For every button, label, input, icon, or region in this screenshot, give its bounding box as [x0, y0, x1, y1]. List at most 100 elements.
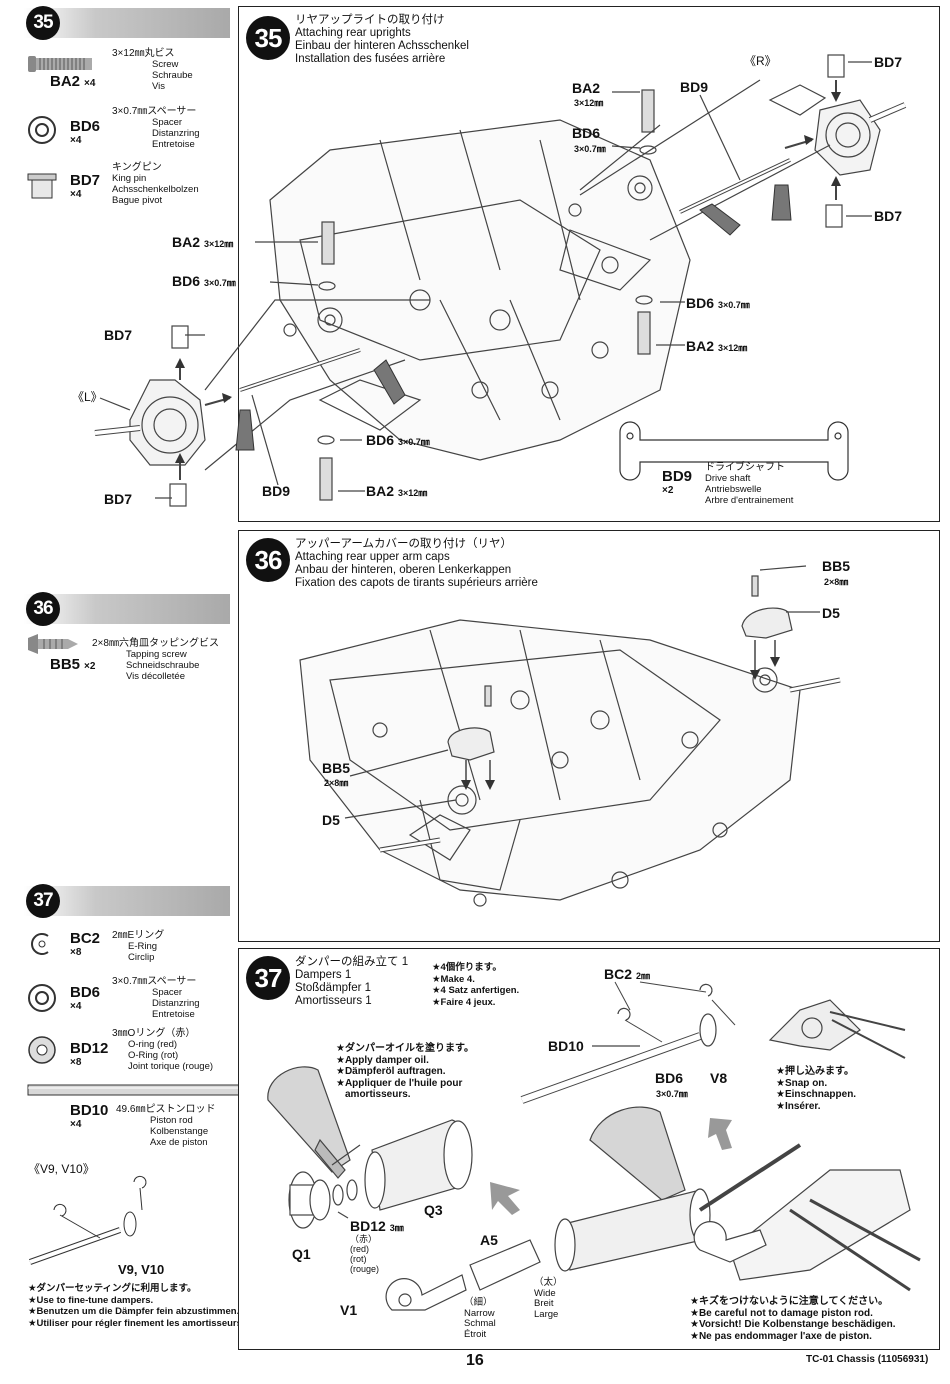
- tapping-screw-icon: [28, 634, 78, 654]
- step-37-title: ダンパーの組み立て 1 Dampers 1 Stoßdämpfer 1 Amor…: [295, 956, 408, 1008]
- label-a5: A5: [480, 1232, 498, 1248]
- label-bd7-bottom: BD7: [104, 491, 133, 507]
- part-code: BB5: [50, 656, 81, 673]
- label-size: 3×0.7㎜: [398, 437, 430, 447]
- title-de: Stoßdämpfer 1: [295, 982, 372, 994]
- label-L: 《L》: [72, 390, 103, 404]
- label-bd6: BD6: [655, 1070, 684, 1086]
- title-fr: Amortisseurs 1: [295, 995, 372, 1007]
- piston-assembly-icon: [28, 1175, 147, 1265]
- part-de: Schneidschraube: [126, 660, 200, 671]
- label-code: BA2: [686, 338, 715, 354]
- page-number: 16: [466, 1352, 484, 1369]
- sidebar-part-bd7: BD7 ×4: [70, 172, 100, 200]
- part-qty: ×4: [70, 1119, 82, 1130]
- label-bd6-top: BD6: [572, 125, 600, 141]
- label-size: 2㎜: [636, 971, 651, 981]
- label-bd10: BD10: [548, 1038, 584, 1054]
- note-fr: ★Faire 4 jeux.: [432, 996, 496, 1008]
- title-de: Einbau der hinteren Achsschenkel: [295, 40, 469, 52]
- sidebar-part-ba2: BA2×4: [50, 73, 95, 91]
- sidebar-tip: ★ダンパーセッティングに利用します。 ★Use to fine-tune dam…: [28, 1283, 245, 1329]
- label-code: BD6: [172, 273, 201, 289]
- label-code: BA2: [366, 483, 395, 499]
- part-en: Tapping screw: [126, 649, 187, 660]
- note-de: ★4 Satz anfertigen.: [432, 985, 520, 996]
- part-fr: Axe de piston: [150, 1137, 208, 1148]
- sidebar-part-bd6-desc: 3×0.7㎜スペーサー Spacer Distanzring Entretois…: [112, 106, 200, 150]
- part-fr: Entretoise: [152, 139, 195, 150]
- label-ba2-top-size: 3×12㎜: [574, 98, 604, 108]
- label-size: 3×0.7㎜: [204, 278, 236, 288]
- label-size: 3×12㎜: [204, 239, 234, 249]
- sidebar-part-ba2-desc: 3×12㎜丸ビス Screw Schraube Vis: [112, 48, 193, 92]
- part-fr: Bague pivot: [112, 195, 163, 206]
- step-badge-35: 35: [26, 6, 60, 40]
- title-en: Attaching rear upper arm caps: [295, 551, 450, 563]
- label-v8: V8: [710, 1070, 728, 1086]
- part-fr: Joint torique (rouge): [128, 1061, 214, 1072]
- step-37-make-note: ★4個作ります。 ★Make 4. ★4 Satz anfertigen. ★F…: [432, 962, 519, 1008]
- wide-en: Wide: [534, 1287, 556, 1299]
- step-35-title: リヤアップライトの取り付け Attaching rear uprights Ei…: [295, 14, 469, 66]
- part-qty: ×2: [84, 661, 96, 672]
- title-fr: Fixation des capots de tirants supérieur…: [295, 577, 538, 589]
- label-bb5-left-size: 2×8㎜: [324, 778, 349, 788]
- step-36-title: アッパーアームカバーの取り付け（リヤ） Attaching rear upper…: [295, 538, 538, 590]
- driveshaft-desc: ドライブシャフト Drive shaft Antriebswelle Arbre…: [705, 462, 793, 506]
- part-fr: Arbre d'entrainement: [705, 495, 794, 506]
- part-qty: ×4: [70, 189, 82, 200]
- part-qty: ×2: [662, 485, 674, 496]
- part-qty: ×8: [70, 1057, 82, 1068]
- label-v1: V1: [340, 1302, 358, 1318]
- sidebar-part-bc2-desc: 2㎜Eリング E-Ring Circlip: [112, 930, 164, 963]
- step-badge-36: 36: [26, 592, 60, 626]
- wide-de: Breit: [534, 1298, 554, 1309]
- part-jp: ドライブシャフト: [705, 462, 785, 473]
- bd12-color-note: （赤） (red) (rot) (rouge): [350, 1234, 379, 1274]
- part-code: BD6: [70, 118, 101, 135]
- note-jp: ★キズをつけないように注意してください。: [690, 1296, 889, 1307]
- narrow-jp: （細）: [464, 1297, 493, 1308]
- title-fr: Installation des fusées arrière: [295, 53, 446, 65]
- note-jp: ★4個作ります。: [432, 962, 502, 973]
- part-de: Kolbenstange: [150, 1126, 209, 1137]
- label-code: BA2: [572, 80, 601, 96]
- part-qty: ×4: [70, 135, 82, 146]
- part-jp: 3×0.7㎜スペーサー: [112, 106, 197, 117]
- note-en: ★Make 4.: [432, 973, 475, 985]
- label-bd9-top: BD9: [680, 79, 709, 95]
- screw-icon: [28, 56, 92, 72]
- label-R: 《R》: [744, 54, 777, 68]
- part-en: E-Ring: [128, 941, 158, 952]
- part-en: Screw: [152, 59, 179, 70]
- step-37-oil-note: ★ダンパーオイルを塗ります。 ★Apply damper oil. ★Dämpf…: [336, 1043, 474, 1101]
- sidebar-part-bd6: BD6 ×4: [70, 118, 100, 146]
- label-ba2-top: BA2: [572, 80, 600, 96]
- note-fr: ★Appliquer de l'huile pour: [336, 1077, 463, 1089]
- label-bb5-right-size: 2×8㎜: [824, 577, 849, 587]
- note-jp: ★ダンパーオイルを塗ります。: [336, 1043, 474, 1054]
- label-size: 3㎜: [389, 1223, 404, 1233]
- step-36-badge: 36: [246, 538, 290, 582]
- part-en: O-ring (red): [128, 1039, 178, 1050]
- part-qty: ×4: [84, 78, 96, 89]
- drive-shaft-icon: [619, 421, 849, 481]
- part-jp: 3×12㎜丸ビス: [112, 48, 175, 59]
- label-bd9-bottom: BD9: [262, 483, 291, 499]
- part-de: O-Ring (rot): [128, 1050, 179, 1061]
- wide-note: （太） Wide Breit Large: [534, 1277, 563, 1320]
- title-de: Anbau der hinteren, oberen Lenkerkappen: [295, 564, 512, 576]
- sidebar-part-bd10-desc: 49.6㎜ピストンロッド Piston rod Kolbenstange Axe…: [116, 1104, 215, 1148]
- note-de: ★Dämpferöl auftragen.: [336, 1066, 446, 1077]
- note-de: ★Vorsicht! Die Kolbenstange beschädigen.: [690, 1319, 896, 1330]
- part-de: Antriebswelle: [705, 484, 762, 495]
